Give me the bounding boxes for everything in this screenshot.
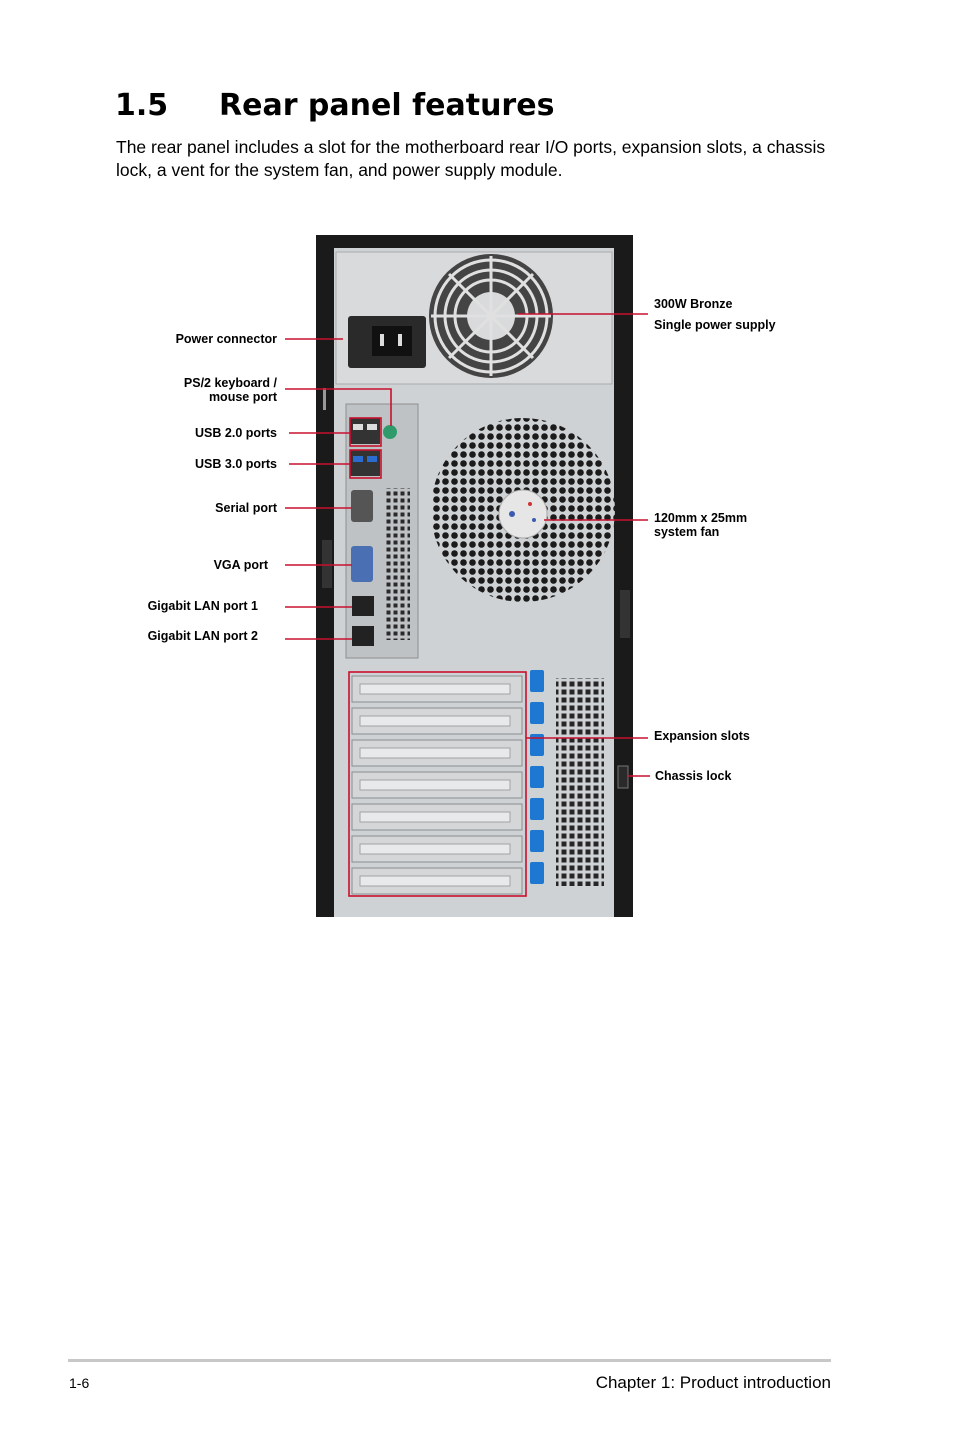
vga-port-connector <box>351 546 373 582</box>
slot-clip[interactable] <box>530 798 544 820</box>
label-psu-line1: 300W Bronze <box>654 297 733 311</box>
ps2-port <box>383 425 397 439</box>
side-vent <box>556 678 604 886</box>
expansion-slot-area <box>351 670 544 895</box>
slot-clip[interactable] <box>530 734 544 756</box>
label-usb3: USB 3.0 ports <box>195 457 277 471</box>
label-usb2: USB 2.0 ports <box>195 426 277 440</box>
expansion-slot <box>351 862 544 895</box>
label-fan-line1: 120mm x 25mm <box>654 511 748 525</box>
label-serial: Serial port <box>215 501 277 515</box>
usb2-ports <box>350 418 380 444</box>
slot-clip[interactable] <box>530 702 544 724</box>
section-number: 1.5 <box>115 88 169 123</box>
label-fan-line2: system fan <box>654 525 720 539</box>
label-lan2: Gigabit LAN port 2 <box>147 629 258 643</box>
lan-port-1 <box>352 596 374 616</box>
footer-rule <box>68 1359 831 1362</box>
expansion-slot <box>351 830 544 863</box>
expansion-highlight <box>348 671 527 897</box>
lan-port-2 <box>352 626 374 646</box>
expansion-slot <box>351 734 544 767</box>
psu-fan <box>429 254 553 378</box>
expansion-slot <box>351 670 544 703</box>
system-fan-vent <box>431 418 615 602</box>
serial-port-connector <box>351 490 373 522</box>
chassis-lock <box>617 765 629 789</box>
chapter-title: Chapter 1: Product introduction <box>595 1373 831 1392</box>
usb3-ports <box>350 450 380 476</box>
section-title: Rear panel features <box>219 88 555 123</box>
page-number: 1-6 <box>69 1375 90 1391</box>
section-heading: 1.5 Rear panel features <box>115 88 554 123</box>
expansion-slot <box>351 702 544 735</box>
label-power-connector: Power connector <box>175 332 277 346</box>
label-lan1: Gigabit LAN port 1 <box>147 599 258 613</box>
label-ps2-line1: PS/2 keyboard / <box>183 376 277 390</box>
expansion-slot <box>351 766 544 799</box>
slot-clip[interactable] <box>530 670 544 692</box>
callout-lines <box>285 313 650 777</box>
label-expansion: Expansion slots <box>654 729 750 743</box>
expansion-slot <box>351 798 544 831</box>
slot-clip[interactable] <box>530 830 544 852</box>
io-shield <box>345 403 419 659</box>
slot-clip[interactable] <box>530 862 544 884</box>
label-chassis-lock: Chassis lock <box>655 769 732 783</box>
slot-clip[interactable] <box>530 766 544 788</box>
power-supply-module <box>335 251 613 385</box>
intro-paragraph: The rear panel includes a slot for the m… <box>116 137 826 180</box>
label-vga: VGA port <box>213 558 268 572</box>
label-psu-line2: Single power supply <box>654 318 776 332</box>
usb2-highlight <box>349 417 382 447</box>
label-ps2-line2: mouse port <box>208 390 277 404</box>
